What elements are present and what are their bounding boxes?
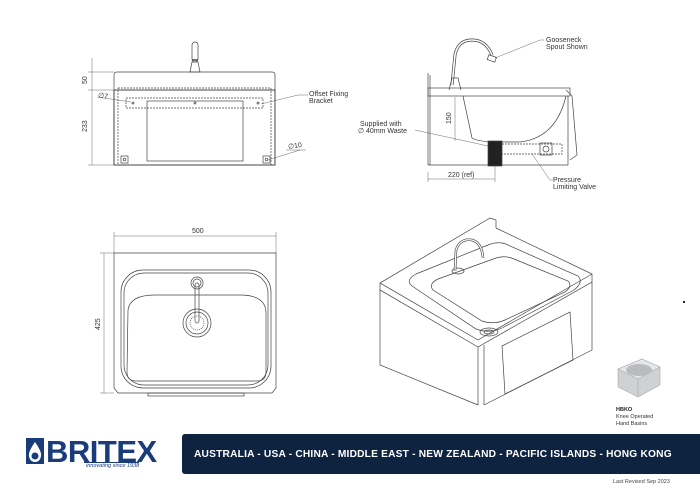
dim-depth-height: 150 (446, 112, 453, 124)
callout-waste-line1: Supplied with (360, 121, 402, 128)
dim-top-height: 50 (82, 76, 89, 84)
callout-valve-line1: Pressure (553, 177, 582, 184)
dim-body-height: 233 (82, 120, 89, 132)
dim-width: 500 (192, 228, 204, 235)
product-description: Knee Operated Hand Basins (616, 414, 653, 427)
isometric-drawing (379, 217, 593, 406)
last-revised: Last Revised Sep 2023 (613, 479, 670, 485)
side-elevation-view: Gooseneck Spout Shown Supplied with ∅ 40… (340, 0, 700, 200)
basin-photo-icon (617, 358, 661, 398)
dim-depth: 425 (95, 318, 102, 330)
isometric-view (370, 210, 610, 410)
callout-valve-line2: Limiting Valve (553, 184, 597, 191)
logo-wordmark: BRITEX (46, 434, 157, 469)
stray-mark (683, 301, 685, 303)
product-desc-line2: Hand Basins (616, 420, 648, 427)
regions-text: AUSTRALIA - USA - CHINA - MIDDLE EAST - … (194, 449, 672, 460)
product-desc-line1: Knee Operated (616, 414, 654, 420)
callout-bracket-line2: Bracket (309, 98, 333, 105)
plan-view-drawing (100, 232, 277, 397)
product-code: HBKO (616, 407, 633, 413)
callout-spout-line1: Gooseneck (546, 37, 582, 44)
logo-tagline: innovating since 1938 (84, 462, 140, 469)
callout-bracket-line1: Offset Fixing (309, 91, 349, 98)
britex-logo: BRITEX innovating since 1938 (24, 434, 164, 470)
callout-spout-line2: Spout Shown (546, 44, 588, 51)
callout-waste-line2: ∅ 40mm Waste (358, 128, 408, 135)
front-elevation-view: 50 233 ∅7 ∅10 Offset Fixing Bracket (0, 0, 348, 200)
water-drop-icon (26, 438, 44, 464)
dim-hole-small: ∅7 (97, 92, 109, 101)
side-elevation-drawing (414, 38, 578, 182)
regions-banner: AUSTRALIA - USA - CHINA - MIDDLE EAST - … (182, 434, 700, 474)
plan-view: 500 425 (0, 200, 340, 420)
front-elevation-drawing (88, 41, 308, 166)
product-thumbnail (614, 355, 664, 399)
dim-ref-width: 220 (ref) (448, 172, 475, 179)
